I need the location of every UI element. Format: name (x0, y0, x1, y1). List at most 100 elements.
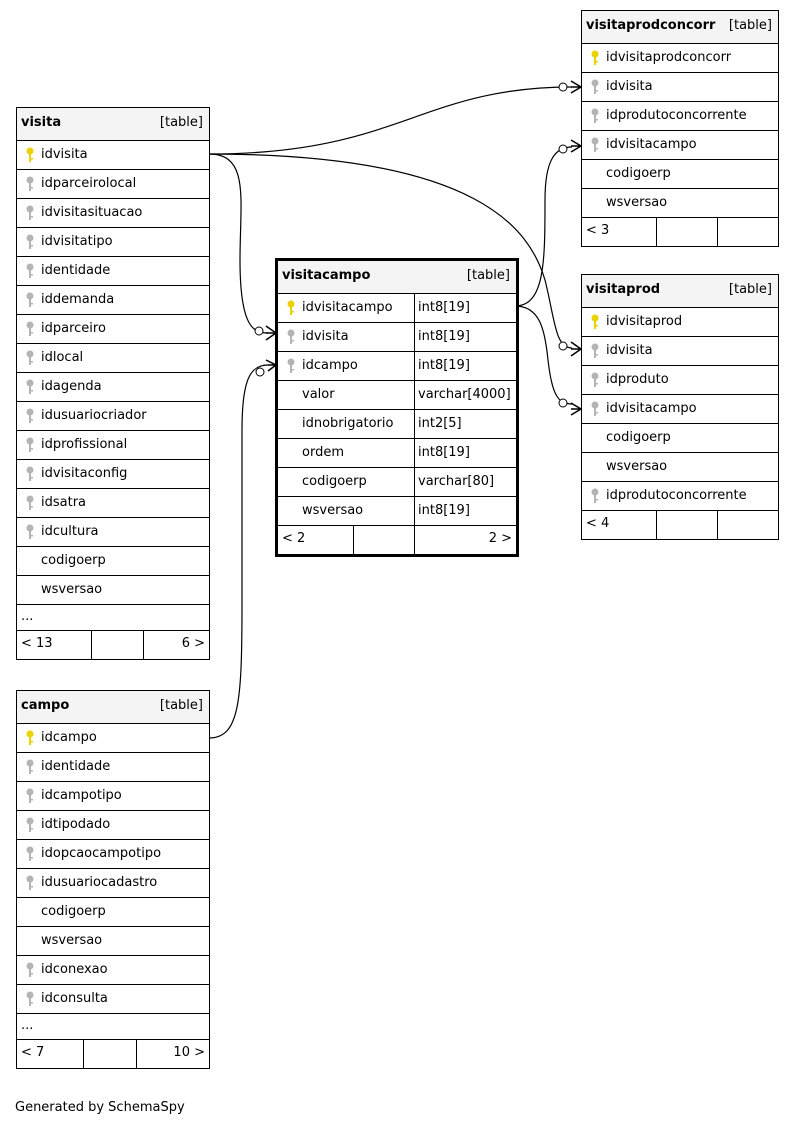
column-row[interactable]: idproduto (582, 366, 778, 395)
column-name: wsversao (41, 933, 103, 948)
foreign-key-icon (26, 759, 34, 774)
column-row[interactable]: idvisita (582, 73, 778, 102)
footer-spacer (353, 526, 414, 554)
foreign-key-icon (26, 846, 34, 861)
column-row[interactable]: iddemanda (17, 286, 209, 315)
column-name: idproduto (606, 372, 669, 387)
column-row[interactable]: idvisita (17, 141, 209, 170)
column-row[interactable]: idtipodado (17, 811, 209, 840)
column-row[interactable]: codigoerp (17, 547, 209, 576)
column-row[interactable]: idprodutoconcorrente (582, 482, 778, 511)
column-name: idvisita (606, 79, 653, 94)
table-visitaprodconcorr[interactable]: visitaprodconcorr[table] idvisitaprodconc… (581, 10, 779, 247)
column-row[interactable]: idvisitaprod (582, 308, 778, 337)
column-row[interactable]: idvisitacampo (582, 131, 778, 160)
column-name: idcampotipo (41, 788, 122, 803)
column-row[interactable]: wsversao (582, 189, 778, 218)
parents-count[interactable]: < 2 (282, 531, 306, 546)
column-row[interactable]: idparceirolocal (17, 170, 209, 199)
column-type: int8[19] (414, 497, 516, 525)
column-row[interactable]: idlocal (17, 344, 209, 373)
parents-count[interactable]: < 4 (586, 516, 610, 531)
children-count[interactable]: 10 > (136, 1040, 209, 1068)
column-row[interactable]: idvisita (582, 337, 778, 366)
column-row[interactable]: idvisitaprodconcorr (582, 44, 778, 73)
foreign-key-icon (26, 379, 34, 394)
column-name: identidade (41, 263, 111, 278)
column-row[interactable]: idconexao (17, 956, 209, 985)
generated-by-text: Generated by SchemaSpy (15, 1100, 185, 1115)
children-count[interactable] (717, 218, 778, 246)
table-kind-label: [table] (728, 18, 772, 33)
column-row[interactable]: codigoerp (17, 898, 209, 927)
column-row[interactable]: idopcaocampotipo (17, 840, 209, 869)
parents-count[interactable]: < 13 (21, 636, 53, 651)
table-name: visitaprod (586, 282, 661, 297)
column-row[interactable]: idprofissional (17, 431, 209, 460)
parents-count[interactable]: < 3 (586, 223, 610, 238)
column-row[interactable]: idusuariocriador (17, 402, 209, 431)
column-row[interactable]: codigoerp (582, 160, 778, 189)
footer-spacer (656, 511, 717, 539)
column-row[interactable]: idusuariocadastro (17, 869, 209, 898)
table-header: visitacampo[table] (278, 261, 516, 294)
children-count[interactable]: 2 > (414, 526, 516, 554)
column-row[interactable]: idvisitasituacao (17, 199, 209, 228)
foreign-key-icon (591, 488, 599, 503)
table-header: visitaprodconcorr[table] (582, 11, 778, 44)
column-name: wsversao (606, 459, 668, 474)
primary-key-icon (26, 147, 34, 162)
column-name: idvisitaprodconcorr (606, 50, 732, 65)
column-name: codigoerp (41, 553, 106, 568)
column-row[interactable]: wsversao (17, 576, 209, 605)
column-row[interactable]: identidade (17, 257, 209, 286)
foreign-key-icon (26, 292, 34, 307)
foreign-key-icon (591, 372, 599, 387)
column-row[interactable]: idparceiro (17, 315, 209, 344)
foreign-key-icon (26, 408, 34, 423)
column-name: idvisitaprod (606, 314, 683, 329)
column-row[interactable]: identidade (17, 753, 209, 782)
column-name: idcampo (41, 730, 97, 745)
column-type: varchar[80] (414, 468, 516, 496)
column-name: identidade (41, 759, 111, 774)
column-name: codigoerp (41, 904, 106, 919)
column-row[interactable]: wsversao (582, 453, 778, 482)
foreign-key-icon (26, 263, 34, 278)
column-row[interactable]: idsatra (17, 489, 209, 518)
column-row[interactable]: idvisitatipo (17, 228, 209, 257)
footer-spacer (91, 631, 143, 659)
column-name: idopcaocampotipo (41, 846, 162, 861)
column-row[interactable]: codigoerp (582, 424, 778, 453)
parents-count[interactable]: < 7 (21, 1045, 45, 1060)
children-count[interactable]: 6 > (143, 631, 209, 659)
column-name: idcultura (41, 524, 99, 539)
column-row[interactable]: idcultura (17, 518, 209, 547)
column-row[interactable]: idvisitaconfig (17, 460, 209, 489)
column-row[interactable]: idcampo (17, 724, 209, 753)
children-count[interactable] (717, 511, 778, 539)
foreign-key-icon (591, 108, 599, 123)
column-name: idcampo (302, 358, 358, 373)
column-name: idvisitasituacao (41, 205, 143, 220)
column-name: idnobrigatorio (302, 416, 394, 431)
column-row[interactable]: idvisitacampo (582, 395, 778, 424)
table-footer: < 7 10 > (17, 1040, 209, 1068)
column-row[interactable]: idconsulta (17, 985, 209, 1014)
column-row[interactable]: idagenda (17, 373, 209, 402)
column-row[interactable]: wsversao (17, 927, 209, 956)
column-row[interactable]: idcampotipo (17, 782, 209, 811)
column-row[interactable]: idprodutoconcorrente (582, 102, 778, 131)
